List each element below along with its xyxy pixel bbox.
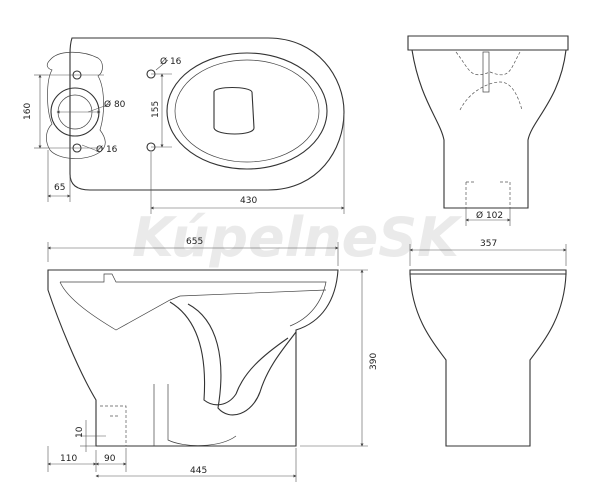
front-view-rim (409, 269, 567, 275)
dim-label: 90 (104, 454, 116, 464)
rear-view-rim (407, 35, 569, 51)
side-view-trap (169, 301, 297, 416)
side-view-bowl-inner (60, 273, 327, 327)
rear-view-hidden-trap (455, 51, 523, 111)
dim-label: 445 (190, 466, 207, 476)
dim-label: 65 (54, 183, 65, 193)
side-view-outlet-channel (153, 384, 237, 446)
top-view-water-spot (213, 86, 255, 135)
rear-view-outlet-hidden (465, 181, 511, 208)
dim-label: 357 (480, 239, 497, 249)
dim-label: 10 (75, 426, 85, 438)
side-view-outline (47, 269, 339, 447)
top-view-bowl-inner (174, 59, 320, 163)
front-view-outline (409, 273, 567, 447)
side-view-hidden-outlet (100, 405, 127, 446)
rear-view-pipe (482, 51, 490, 93)
dim-label: 160 (23, 103, 33, 120)
dim-label: Ø 16 (96, 144, 118, 155)
dim-label: Ø 16 (160, 56, 182, 67)
side-view-inner-wall (59, 281, 327, 331)
watermark-text: KúpelneSK (132, 206, 463, 269)
front-view: 357 (409, 239, 567, 447)
dim-label: 655 (186, 237, 203, 247)
top-view: 160 Ø 16 Ø 80 155 Ø 16 65 430 (23, 37, 345, 214)
dim-label: Ø 102 (476, 210, 503, 221)
rear-view: Ø 102 (407, 35, 569, 226)
rear-view-outline (411, 49, 567, 209)
dim-label: 390 (369, 353, 379, 370)
side-view: 655 390 10 110 90 445 (47, 237, 379, 482)
dim-label: Ø 80 (104, 99, 126, 110)
dim-label: 430 (240, 196, 257, 206)
top-view-tank-pocket (46, 51, 106, 159)
dim-label: 155 (151, 101, 161, 118)
dim-label: 110 (60, 454, 77, 464)
top-view-bowl-rim (166, 52, 328, 170)
